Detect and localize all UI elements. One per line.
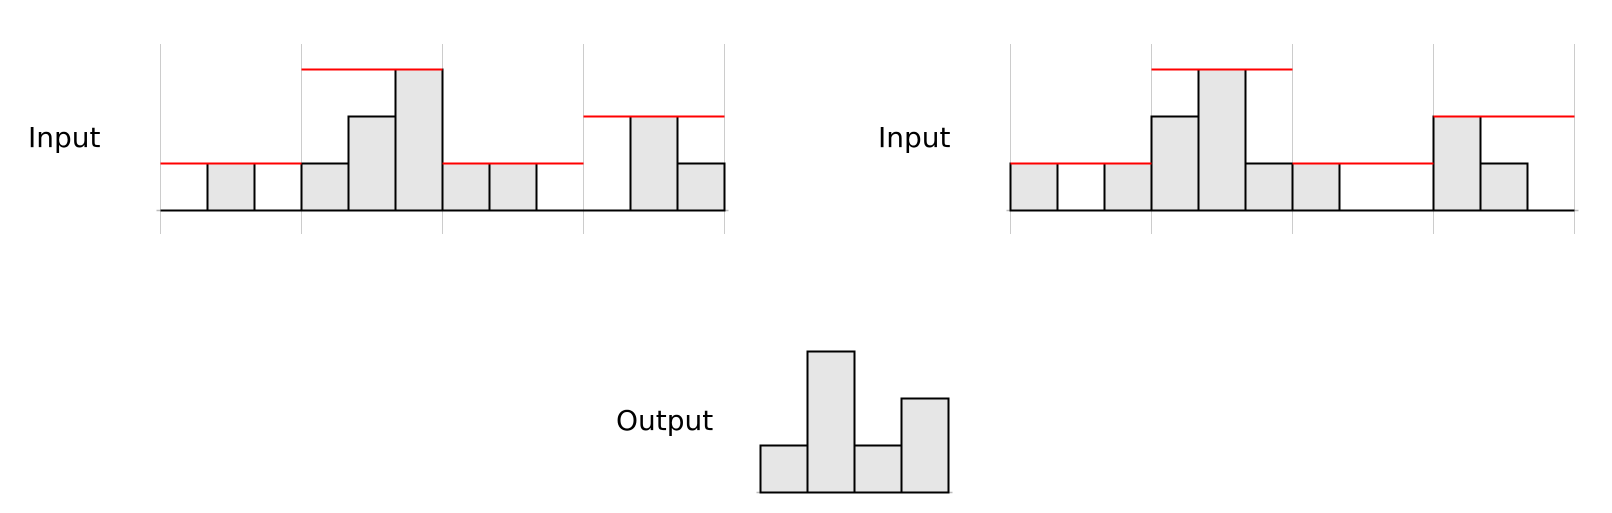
- bar: [853, 444, 903, 494]
- bar: [300, 162, 350, 212]
- bar: [1103, 162, 1153, 212]
- input-panel-2: Input: [878, 44, 1579, 234]
- bar: [347, 115, 397, 212]
- bar-outline: [1009, 68, 1575, 212]
- bar: [806, 350, 856, 494]
- bar: [1479, 162, 1529, 212]
- input-label-2: Input: [878, 121, 951, 154]
- bar: [759, 444, 809, 494]
- bar: [394, 68, 444, 212]
- bar: [1432, 115, 1482, 212]
- bar: [1150, 115, 1200, 212]
- bar: [1009, 162, 1059, 212]
- input-plot-1: [156, 44, 729, 234]
- bar: [441, 162, 491, 212]
- output-plot: [756, 350, 953, 494]
- bar: [206, 162, 256, 212]
- bar-outline: [759, 350, 950, 493]
- input-plot-2: [1006, 44, 1579, 234]
- output-panel: Output: [616, 350, 953, 494]
- input-panel-1: Input: [28, 44, 729, 234]
- bar: [629, 115, 679, 212]
- bar: [1291, 162, 1341, 212]
- input-label-1: Input: [28, 121, 101, 154]
- bar: [1244, 162, 1294, 212]
- output-label: Output: [616, 404, 713, 437]
- bar: [900, 397, 950, 494]
- bar: [1197, 68, 1247, 212]
- bar: [488, 162, 538, 212]
- bar: [676, 162, 726, 212]
